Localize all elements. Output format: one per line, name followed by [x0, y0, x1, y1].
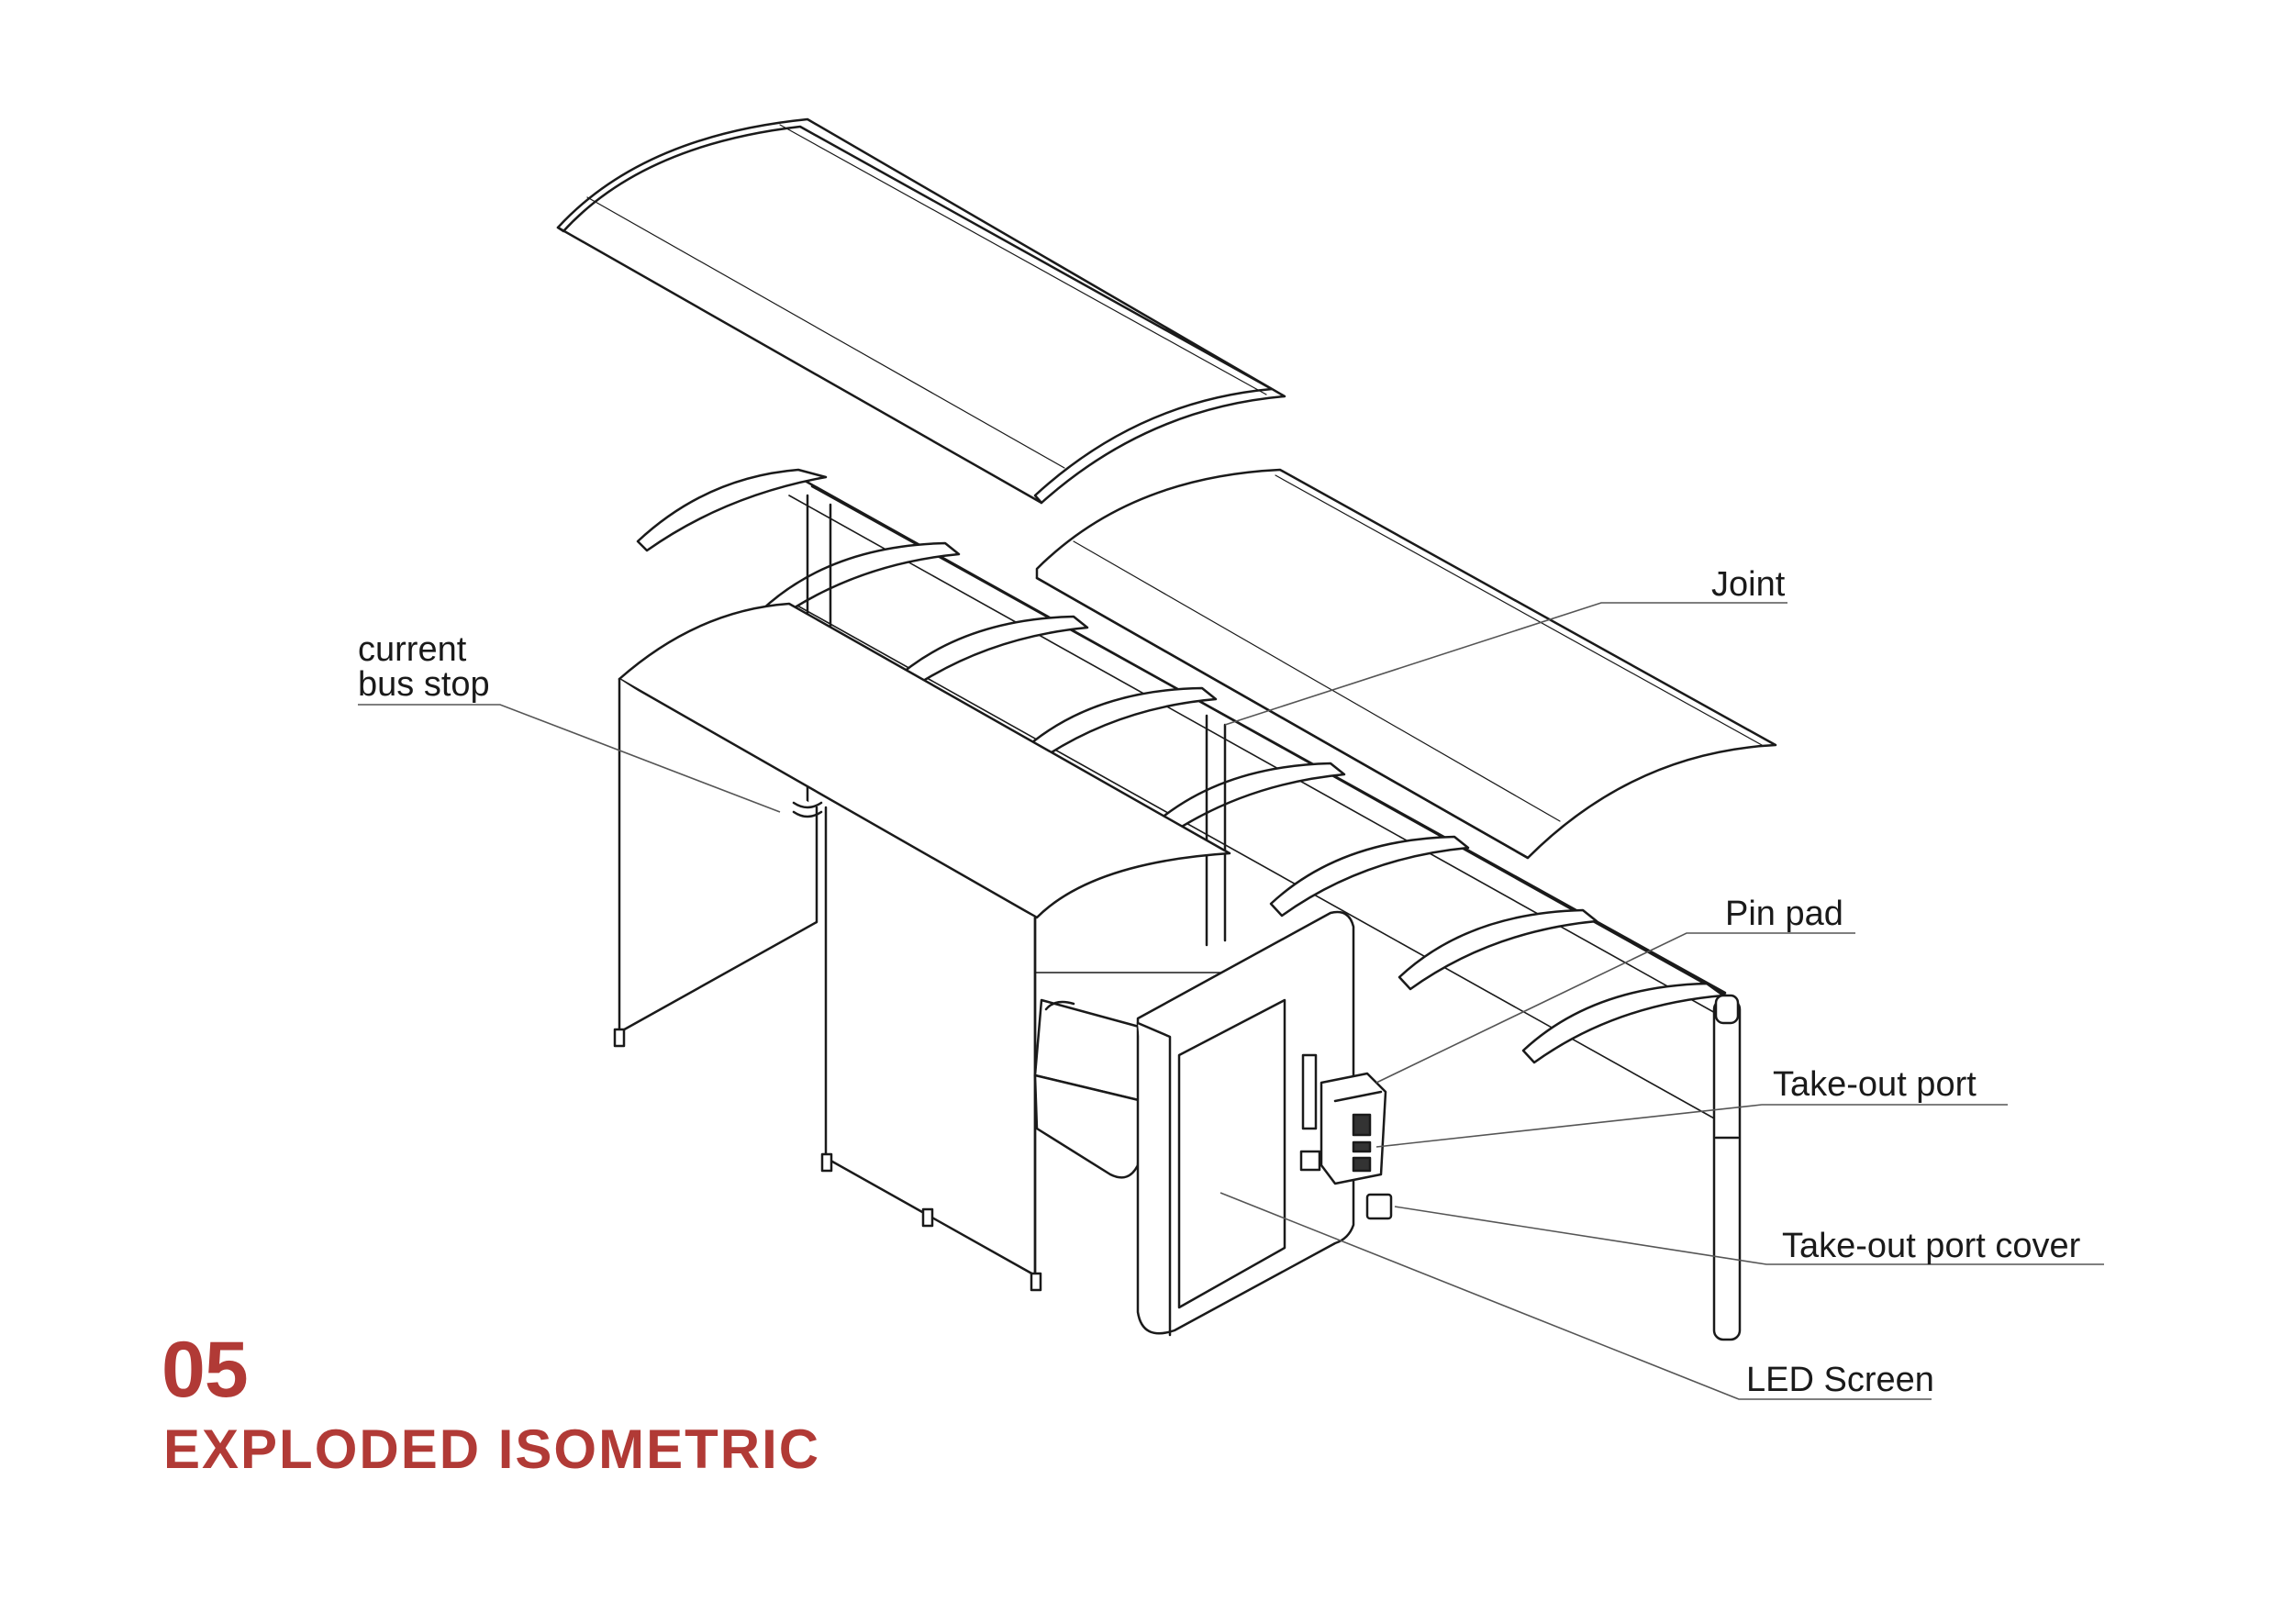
take-out-port-cover [1365, 1193, 1393, 1220]
label-take-out-port-cover: Take-out port cover [1782, 1227, 2081, 1265]
bench [1033, 998, 1144, 1179]
label-pin-pad: Pin pad [1725, 895, 1843, 933]
leader-led-screen [1219, 1192, 1932, 1400]
current-shelter [613, 602, 1231, 1292]
leader-take-out-port [1375, 1104, 2008, 1148]
leader-pin-pad [1375, 932, 1855, 1084]
led-kiosk [1136, 910, 1355, 1337]
label-current-bus-stop-line1: current [358, 630, 467, 669]
label-led-screen: LED Screen [1746, 1361, 1934, 1399]
leader-joint [1224, 602, 1787, 726]
label-take-out-port: Take-out port [1773, 1065, 1977, 1104]
roof-panel-upper [556, 117, 1286, 505]
roof-panel-right [1035, 468, 1777, 860]
label-current-bus-stop-line2: bus stop [358, 665, 490, 704]
pin-pad-module [1320, 1072, 1387, 1185]
leader-current-bus-stop [358, 704, 781, 813]
section-title: EXPLODED ISOMETRIC [163, 1418, 821, 1480]
leader-lines [358, 602, 2104, 1400]
leader-take-out-port-cover [1394, 1206, 2104, 1265]
frame-rafters [636, 468, 1725, 1064]
section-number: 05 [161, 1326, 249, 1414]
label-joint: Joint [1711, 565, 1786, 604]
